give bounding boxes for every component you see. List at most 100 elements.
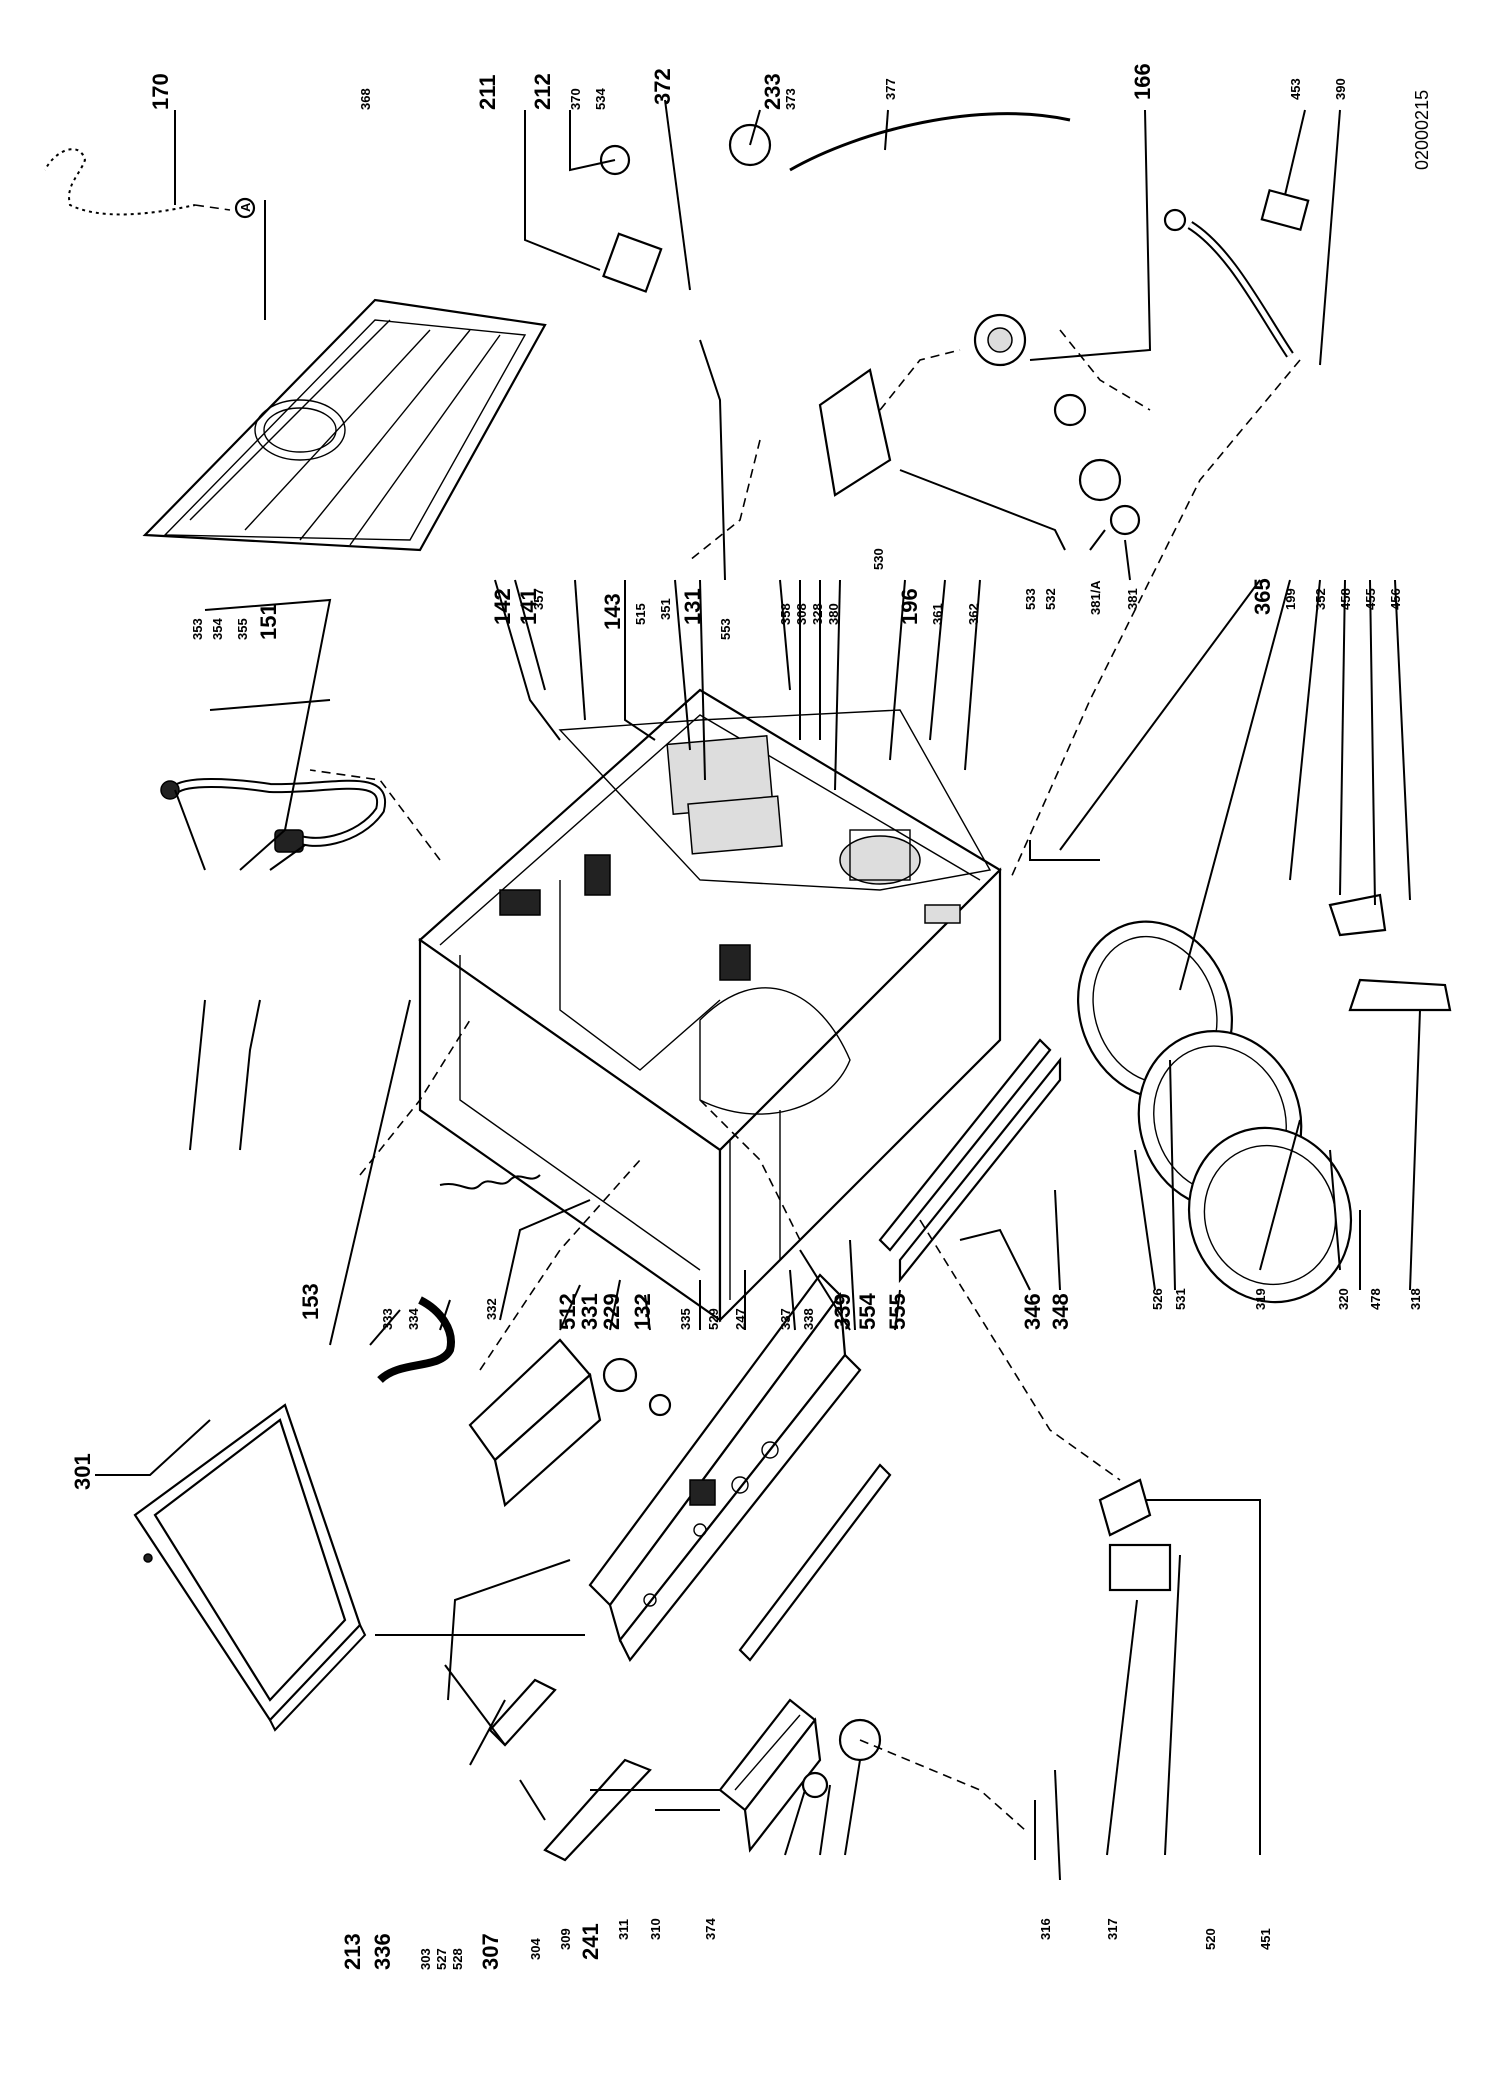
- label-334: 334: [406, 1308, 421, 1330]
- label-515: 515: [633, 603, 648, 625]
- label-520: 520: [1203, 1928, 1218, 1950]
- top-lid: [133, 1403, 367, 1732]
- label-328: 328: [810, 603, 825, 625]
- label-317: 317: [1105, 1918, 1120, 1940]
- label-310: 310: [648, 1918, 663, 1940]
- leader-lines: [95, 99, 1421, 1881]
- label-170: 170: [148, 73, 173, 110]
- label-381: 381: [1125, 588, 1140, 610]
- label-368: 368: [358, 88, 373, 110]
- label-307: 307: [478, 1933, 503, 1970]
- callout-a: A: [238, 202, 253, 212]
- label-527: 527: [434, 1948, 449, 1970]
- label-211: 211: [475, 75, 500, 111]
- label-528: 528: [450, 1948, 465, 1970]
- label-361: 361: [930, 603, 945, 625]
- label-362: 362: [966, 603, 981, 625]
- drum-opening: [699, 987, 851, 1115]
- label-319: 319: [1253, 1288, 1268, 1310]
- door-hinge: [1098, 1478, 1172, 1592]
- label-241: 241: [578, 1923, 603, 1960]
- label-213: 213: [340, 1933, 365, 1970]
- label-534: 534: [593, 88, 608, 110]
- part-labels: 301 213 336 303 527 528 307 304 309 241 …: [70, 63, 1432, 1970]
- label-336: 336: [370, 1933, 395, 1970]
- label-199: 199: [1283, 588, 1298, 610]
- label-458: 458: [1338, 588, 1353, 610]
- label-337: 337: [778, 1308, 793, 1330]
- label-451: 451: [1258, 1928, 1273, 1950]
- label-348: 348: [1048, 1293, 1073, 1330]
- valve-bracket: [499, 889, 541, 916]
- motor: [839, 835, 921, 885]
- label-229: 229: [599, 1293, 624, 1330]
- label-153: 153: [298, 1283, 323, 1320]
- label-358: 358: [778, 603, 793, 625]
- label-335: 335: [678, 1308, 693, 1330]
- label-381a: 381/A: [1088, 580, 1103, 615]
- label-311: 311: [616, 1919, 631, 1940]
- label-339: 339: [830, 1293, 855, 1330]
- label-331: 331: [577, 1293, 602, 1330]
- label-212: 212: [530, 73, 555, 110]
- dispenser-housing: [377, 1296, 602, 1508]
- label-233: 233: [760, 73, 785, 110]
- label-533: 533: [1023, 588, 1038, 610]
- label-456: 456: [1388, 588, 1403, 610]
- label-532: 532: [1043, 588, 1058, 610]
- label-380: 380: [826, 603, 841, 625]
- suspension-spring: [439, 1174, 541, 1190]
- timer-module: [602, 232, 663, 293]
- label-143: 143: [600, 593, 625, 630]
- label-316: 316: [1038, 1918, 1053, 1940]
- label-320: 320: [1336, 1288, 1351, 1310]
- label-531: 531: [1173, 1288, 1188, 1310]
- drawing-code: 02000215: [1412, 90, 1432, 170]
- label-354: 354: [210, 618, 225, 640]
- hinge-plate: [924, 904, 961, 924]
- label-141: 141: [516, 588, 541, 625]
- label-357: 357: [531, 588, 546, 610]
- label-309: 309: [558, 1928, 573, 1950]
- door-lock: [719, 944, 751, 981]
- label-377: 377: [883, 78, 898, 100]
- fascia-strip: [738, 1463, 892, 1662]
- label-370: 370: [568, 88, 583, 110]
- label-333: 333: [380, 1308, 395, 1330]
- label-365: 365: [1250, 578, 1275, 615]
- label-318: 318: [1408, 1288, 1423, 1310]
- drawer-handle: [543, 1758, 652, 1862]
- dashed-hose-paths: [194, 204, 1301, 1831]
- label-554: 554: [855, 1293, 880, 1330]
- selector-knob: [602, 1357, 638, 1393]
- label-338: 338: [801, 1308, 816, 1330]
- pump-group: [599, 112, 1310, 536]
- label-346: 346: [1020, 1293, 1045, 1330]
- door-assembly: [1076, 920, 1353, 1304]
- knob-insert: [488, 1678, 557, 1747]
- label-304: 304: [528, 1938, 543, 1960]
- label-529: 529: [706, 1308, 721, 1330]
- label-352: 352: [1313, 588, 1328, 610]
- label-373: 373: [783, 88, 798, 110]
- label-553: 553: [718, 618, 733, 640]
- label-390: 390: [1333, 78, 1348, 100]
- label-526: 526: [1150, 1288, 1165, 1310]
- label-308: 308: [794, 603, 809, 625]
- label-332: 332: [484, 1298, 499, 1320]
- label-301: 301: [70, 1453, 95, 1490]
- filter-frame: [818, 368, 892, 497]
- control-panel: [588, 1273, 862, 1663]
- label-151: 151: [256, 603, 281, 640]
- label-530: 530: [871, 548, 886, 570]
- inlet-hose: [160, 778, 387, 853]
- lock-catch: [1328, 893, 1387, 937]
- drain-hose: [43, 147, 256, 219]
- filter-capacitor: [584, 854, 611, 896]
- label-512: 512: [555, 1293, 580, 1330]
- label-142: 142: [490, 588, 515, 625]
- door-handle: [1348, 978, 1452, 1012]
- label-453: 453: [1288, 78, 1303, 100]
- label-355: 355: [235, 618, 250, 640]
